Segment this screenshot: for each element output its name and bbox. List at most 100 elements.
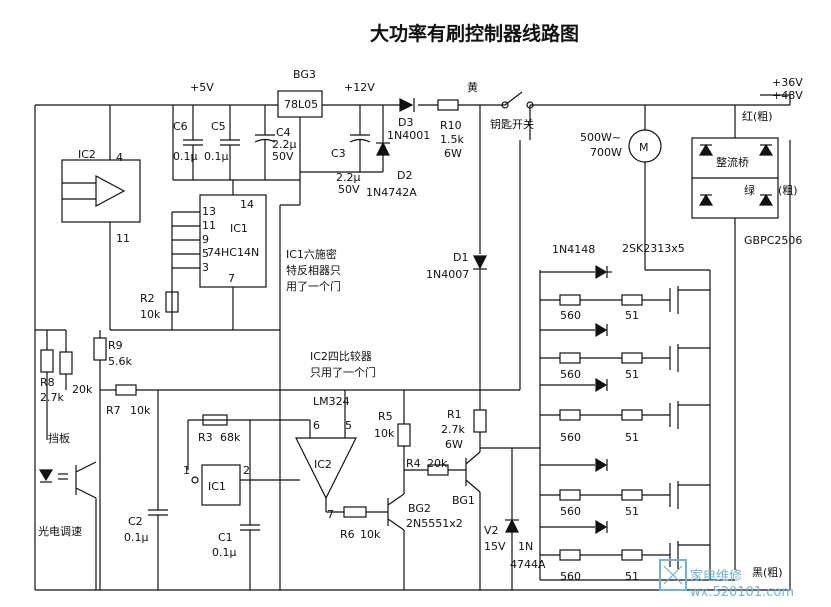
- ic1-gate-inverter-bubble: [191, 476, 199, 484]
- r3-label: R3: [198, 431, 213, 444]
- d1-value: 1N4007: [426, 268, 469, 281]
- r4-label: R4: [406, 457, 421, 470]
- r7-value: 10k: [130, 404, 151, 417]
- d2-label: D2: [397, 169, 412, 182]
- ic1-gate: [201, 464, 241, 506]
- ic1-74hc14n: [171, 180, 267, 330]
- ic2-comp-label: IC2: [314, 458, 332, 471]
- r9-label: R9: [108, 339, 123, 352]
- r8-value: 2.7k: [40, 391, 64, 404]
- motor: [628, 105, 662, 270]
- ic2-pin7: 7: [327, 508, 334, 521]
- ic1-gate-label: IC1: [208, 480, 226, 493]
- ic1-pin7: 7: [228, 272, 235, 285]
- mosfet-stage-2: [540, 322, 710, 372]
- r9-value: 5.6k: [108, 355, 132, 368]
- resistor-r9: [93, 337, 107, 361]
- r1-label: R1: [447, 408, 462, 421]
- ic2-buffer: [61, 105, 141, 270]
- capacitor-c3: [300, 105, 383, 173]
- diode-d2: [376, 105, 390, 172]
- ic2-pin11: 11: [116, 232, 130, 245]
- c1-label: C1: [218, 531, 233, 544]
- bridge-part: GBPC2506: [744, 234, 802, 247]
- c4-value: 2.2μ: [272, 138, 297, 151]
- ic1-pin14: 14: [240, 198, 254, 211]
- r560-2: 560: [560, 368, 581, 381]
- v2-part-2: 4744A: [510, 558, 546, 571]
- r2-label: R2: [140, 292, 155, 305]
- label-hong: 红(粗): [742, 110, 773, 123]
- label-cu: (粗): [778, 184, 798, 197]
- r7-label: R7: [106, 404, 121, 417]
- photo-interrupter: [38, 461, 97, 590]
- bg2-value: 2N5551x2: [406, 517, 463, 530]
- d2-value: 1N4742A: [366, 186, 417, 199]
- r1-power: 6W: [445, 438, 463, 451]
- capacitor-c5: [220, 105, 240, 180]
- d1-label: D1: [453, 251, 468, 264]
- label-huang: 黄: [467, 80, 478, 94]
- v2-value: 15V: [484, 540, 506, 553]
- diode-d1: [473, 105, 487, 410]
- r51-3: 51: [625, 431, 639, 444]
- c1-value: 0.1μ: [212, 546, 237, 559]
- ic2-note-1: IC2四比较器: [310, 349, 372, 363]
- ic1-pin11: 11: [202, 219, 216, 232]
- watermark-text: 家电维修: [690, 568, 742, 584]
- resistor-20k: [59, 351, 73, 375]
- ic2-top-label: IC2: [78, 148, 96, 161]
- mosfet-stage-4: [540, 457, 710, 509]
- watermark-url: wx.520101.com: [690, 585, 794, 600]
- capacitor-c2: [148, 390, 168, 590]
- c3-voltage: 50V: [338, 183, 360, 196]
- capacitor-c1: [240, 480, 260, 590]
- label-plus12v: +12V: [344, 81, 375, 94]
- ic1-gate-pin1: 1: [183, 464, 190, 477]
- ic2-pin6: 6: [313, 419, 320, 432]
- ic1-pin3: 3: [202, 261, 209, 274]
- r2-value: 10k: [140, 308, 161, 321]
- label-plus36v: +36V: [772, 76, 803, 89]
- r51-4: 51: [625, 505, 639, 518]
- r51-2: 51: [625, 368, 639, 381]
- c5-value: 0.1μ: [204, 150, 229, 163]
- watermark-logo: [659, 559, 687, 591]
- transistor-bg2: [387, 470, 405, 590]
- label-dangban: 挡板: [48, 431, 70, 445]
- motor-label: M: [639, 141, 649, 154]
- mosfet-label: 2SK2313x5: [622, 242, 685, 255]
- resistor-r3: [202, 414, 228, 426]
- resistor-r8: [40, 349, 54, 373]
- mosfet-stage-1: [540, 264, 710, 314]
- key-switch-label: 钥匙开关: [490, 117, 534, 131]
- c4-voltage: 50V: [272, 150, 294, 163]
- bridge-label: 整流桥: [716, 155, 749, 169]
- r560-1: 560: [560, 309, 581, 322]
- ic1-pin5: 5: [202, 247, 209, 260]
- transistor-bg1: [465, 448, 481, 590]
- ic1-pin9: 9: [202, 233, 209, 246]
- r560-5: 560: [560, 570, 581, 583]
- v2-label: V2: [484, 524, 499, 537]
- ic2-comparator: [250, 390, 357, 513]
- resistor-r2: [165, 291, 179, 313]
- ic1-label: IC1: [230, 222, 248, 235]
- r3-value: 68k: [220, 431, 241, 444]
- bg2-label: BG2: [408, 502, 431, 515]
- zener-v2: [505, 448, 519, 590]
- lm324-label: LM324: [313, 395, 350, 408]
- r20k-label: 20k: [72, 383, 93, 396]
- regulator-label: 78L05: [284, 98, 318, 111]
- c2-value: 0.1μ: [124, 531, 149, 544]
- ic1-part: 74HC14N: [207, 246, 259, 259]
- capacitor-c6: [183, 105, 203, 180]
- r10-value: 1.5k: [440, 133, 464, 146]
- d3-value: 1N4001: [387, 129, 430, 142]
- c3-label: C3: [331, 147, 346, 160]
- c3-value: 2.2μ: [336, 171, 361, 184]
- label-hei: 黑(粗): [752, 566, 783, 579]
- d3-label: D3: [398, 116, 413, 129]
- resistor-r1: [473, 409, 487, 433]
